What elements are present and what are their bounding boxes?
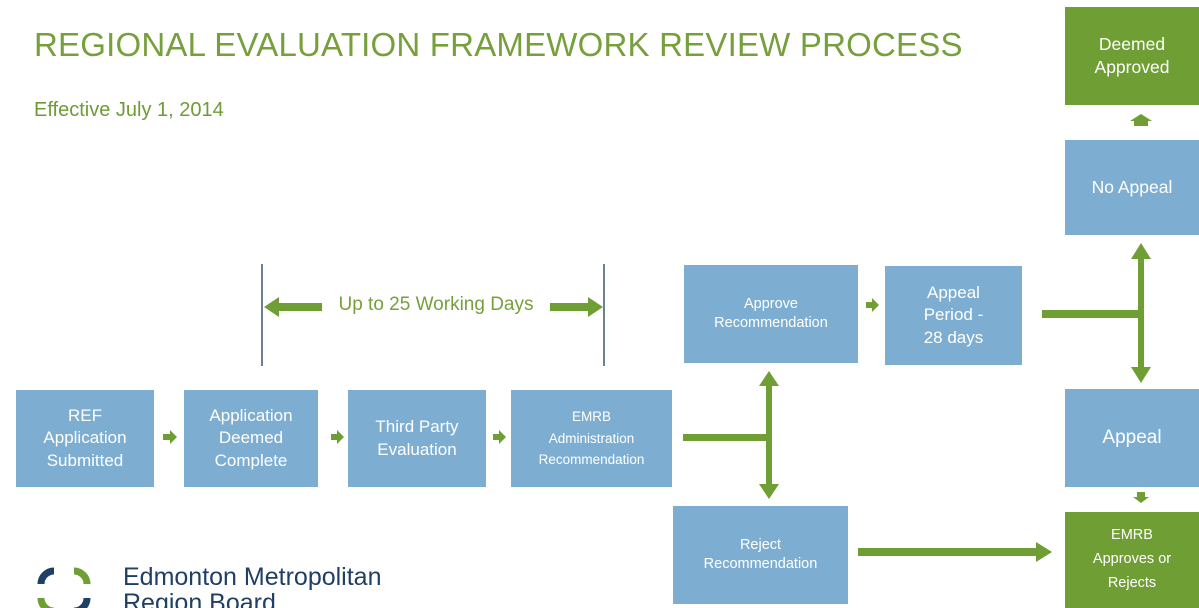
step-appeal: Appeal — [1065, 389, 1199, 487]
split-down-arrowhead — [759, 484, 779, 499]
timeline-left-arrowhead — [264, 297, 279, 317]
step-emrb-approves-or-rejects: EMRB Approves or Rejects — [1065, 512, 1199, 608]
step-third-party-evaluation: Third Party Evaluation — [348, 390, 486, 487]
step-emrb-administration-recommendation: EMRB Administration Recommendation — [511, 390, 672, 487]
logo-mark — [37, 567, 91, 608]
step-application-deemed-complete: Application Deemed Complete — [184, 390, 318, 487]
arrow-third-to-emrb — [493, 430, 506, 444]
split-up-arrowhead — [759, 371, 779, 386]
arrow-appeal-to-emrb — [1133, 492, 1149, 503]
step-deemed-approved: Deemed Approved — [1065, 7, 1199, 105]
logo-wordmark: Edmonton Metropolitan Region Board — [123, 563, 382, 608]
split-horizontal-line — [683, 434, 768, 441]
appeal-split-up-arrowhead — [1131, 243, 1151, 259]
appeal-split-vertical-line — [1138, 258, 1144, 368]
split-vertical-line — [766, 384, 772, 486]
arrow-noappeal-to-deemed — [1130, 114, 1152, 126]
arrow-complete-to-third — [331, 430, 344, 444]
arrow-ref-to-complete — [163, 430, 177, 444]
step-no-appeal: No Appeal — [1065, 140, 1199, 235]
step-ref-application-submitted: REF Application Submitted — [16, 390, 154, 487]
step-appeal-period: Appeal Period - 28 days — [885, 266, 1022, 365]
reject-to-emrb-shaft — [858, 548, 1038, 556]
step-approve-recommendation: Approve Recommendation — [684, 265, 858, 363]
appeal-split-horizontal-line — [1042, 310, 1141, 318]
reject-to-emrb-arrowhead — [1036, 542, 1052, 562]
timeline-right-arrowhead — [588, 297, 603, 317]
appeal-split-down-arrowhead — [1131, 367, 1151, 383]
timeline-label: Up to 25 Working Days — [322, 294, 550, 316]
page-title: REGIONAL EVALUATION FRAMEWORK REVIEW PRO… — [34, 26, 963, 63]
page-subtitle: Effective July 1, 2014 — [34, 99, 224, 121]
step-reject-recommendation: Reject Recommendation — [673, 506, 848, 604]
arrow-approve-to-appeal-period — [866, 298, 879, 312]
